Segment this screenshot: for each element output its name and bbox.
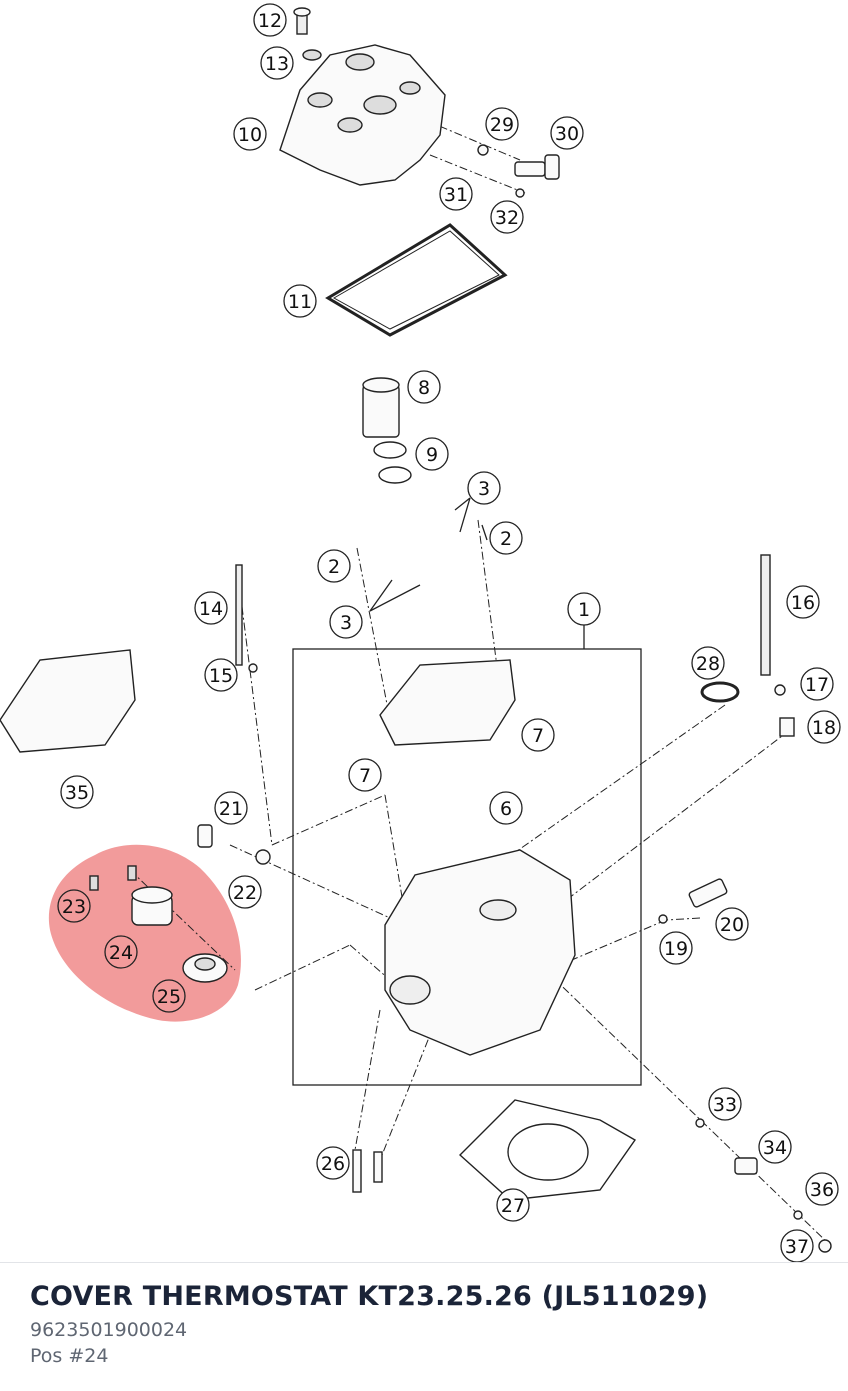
- svg-text:3: 3: [478, 478, 490, 500]
- callout-35[interactable]: 35: [60, 775, 94, 809]
- callout-15[interactable]: 15: [204, 658, 238, 692]
- callout-29[interactable]: 29: [485, 107, 519, 141]
- svg-text:13: 13: [265, 53, 289, 75]
- callout-8[interactable]: 8: [407, 370, 441, 404]
- svg-text:26: 26: [321, 1153, 345, 1175]
- svg-text:33: 33: [713, 1094, 737, 1116]
- callout-23[interactable]: 23: [57, 889, 91, 923]
- callout-30[interactable]: 30: [550, 116, 584, 150]
- svg-text:7: 7: [532, 725, 544, 747]
- callout-2[interactable]: 2: [489, 521, 523, 555]
- callout-37[interactable]: 37: [780, 1229, 814, 1262]
- callout-33[interactable]: 33: [708, 1087, 742, 1121]
- callout-24[interactable]: 24: [104, 935, 138, 969]
- svg-text:6: 6: [500, 798, 512, 820]
- callout-20[interactable]: 20: [715, 907, 749, 941]
- svg-text:15: 15: [209, 665, 233, 687]
- callout-17[interactable]: 17: [800, 667, 834, 701]
- svg-text:1: 1: [578, 599, 590, 621]
- svg-text:28: 28: [696, 653, 720, 675]
- highlight-region[interactable]: [48, 844, 241, 1022]
- assembly-frame: [292, 648, 642, 1086]
- svg-text:32: 32: [495, 207, 519, 229]
- svg-text:18: 18: [812, 717, 836, 739]
- part-number: 9623501900024: [30, 1319, 188, 1341]
- svg-text:27: 27: [501, 1195, 525, 1217]
- callout-13[interactable]: 13: [260, 46, 294, 80]
- callout-9[interactable]: 9: [415, 437, 449, 471]
- svg-text:19: 19: [664, 938, 688, 960]
- svg-text:24: 24: [109, 942, 133, 964]
- callout-2[interactable]: 2: [317, 549, 351, 583]
- part-position: Pos #24: [30, 1345, 109, 1367]
- callout-6[interactable]: 6: [489, 791, 523, 825]
- svg-text:22: 22: [233, 882, 257, 904]
- svg-text:3: 3: [340, 612, 352, 634]
- svg-text:10: 10: [238, 124, 262, 146]
- svg-text:25: 25: [157, 986, 181, 1008]
- callout-25[interactable]: 25: [152, 979, 186, 1013]
- svg-text:37: 37: [785, 1236, 809, 1258]
- callout-16[interactable]: 16: [786, 585, 820, 619]
- svg-text:11: 11: [288, 291, 312, 313]
- svg-text:23: 23: [62, 896, 86, 918]
- svg-text:17: 17: [805, 674, 829, 696]
- svg-text:2: 2: [500, 528, 512, 550]
- svg-text:7: 7: [359, 765, 371, 787]
- svg-text:31: 31: [444, 184, 468, 206]
- callout-34[interactable]: 34: [758, 1130, 792, 1164]
- callout-10[interactable]: 10: [233, 117, 267, 151]
- svg-text:34: 34: [763, 1137, 787, 1159]
- callout-27[interactable]: 27: [496, 1188, 530, 1222]
- callout-31[interactable]: 31: [439, 177, 473, 211]
- svg-text:35: 35: [65, 782, 89, 804]
- svg-text:36: 36: [810, 1179, 834, 1201]
- callout-14[interactable]: 14: [194, 591, 228, 625]
- callout-7[interactable]: 7: [348, 758, 382, 792]
- callout-32[interactable]: 32: [490, 200, 524, 234]
- callout-26[interactable]: 26: [316, 1146, 350, 1180]
- callout-11[interactable]: 11: [283, 284, 317, 318]
- callout-3[interactable]: 3: [467, 471, 501, 505]
- callout-12[interactable]: 12: [253, 3, 287, 37]
- svg-text:20: 20: [720, 914, 744, 936]
- callout-19[interactable]: 19: [659, 931, 693, 965]
- callout-36[interactable]: 36: [805, 1172, 839, 1206]
- svg-text:16: 16: [791, 592, 815, 614]
- part-info-panel: COVER THERMOSTAT KT23.25.26 (JL511029) 9…: [0, 1262, 848, 1391]
- callout-22[interactable]: 22: [228, 875, 262, 909]
- svg-text:14: 14: [199, 598, 223, 620]
- callout-18[interactable]: 18: [807, 710, 841, 744]
- svg-text:21: 21: [219, 798, 243, 820]
- exploded-parts-diagram: 1 2 2 3 3 6 7 7 8 9 10 11 12 13 14 15 16…: [0, 3, 841, 1262]
- svg-text:9: 9: [426, 444, 438, 466]
- svg-text:2: 2: [328, 556, 340, 578]
- svg-text:12: 12: [258, 10, 282, 32]
- callout-21[interactable]: 21: [214, 791, 248, 825]
- callout-3[interactable]: 3: [329, 605, 363, 639]
- svg-text:8: 8: [418, 377, 430, 399]
- callout-7[interactable]: 7: [521, 718, 555, 752]
- svg-text:29: 29: [490, 114, 514, 136]
- callout-28[interactable]: 28: [691, 646, 725, 680]
- svg-text:30: 30: [555, 123, 579, 145]
- callout-1[interactable]: 1: [567, 592, 601, 626]
- part-title: COVER THERMOSTAT KT23.25.26 (JL511029): [30, 1281, 709, 1312]
